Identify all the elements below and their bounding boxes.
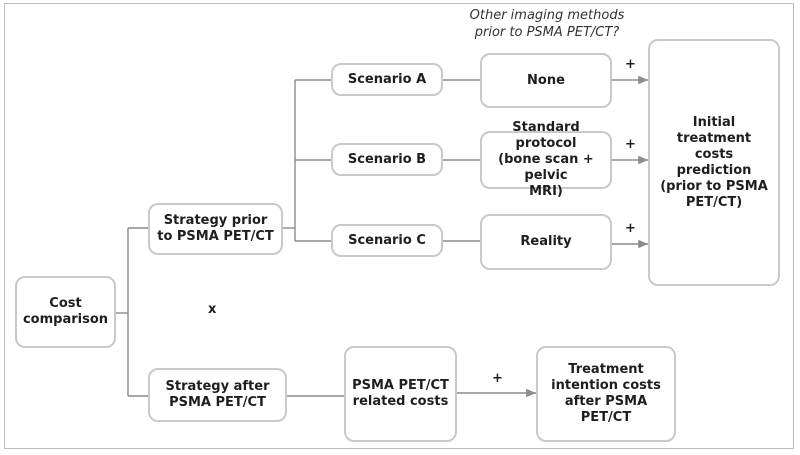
plus-sign-b: + bbox=[625, 137, 636, 152]
standard-protocol-label: Standard protocol (bone scan + pelvic MR… bbox=[498, 120, 594, 199]
psma-costs-label: PSMA PET/CT related costs bbox=[352, 378, 449, 409]
scenario-c-label: Scenario C bbox=[348, 232, 426, 248]
standard-protocol-box: Standard protocol (bone scan + pelvic MR… bbox=[480, 120, 612, 199]
treatment-intention-costs-box: Treatment intention costs after PSMA PET… bbox=[536, 346, 676, 442]
plus-sign-c: + bbox=[625, 221, 636, 236]
none-label: None bbox=[527, 72, 565, 88]
initial-treatment-costs-label: Initial treatment costs prediction (prio… bbox=[660, 114, 768, 210]
cost-comparison-box: Cost comparison bbox=[15, 276, 116, 348]
none-box: None bbox=[480, 53, 612, 108]
cost-comparison-label: Cost comparison bbox=[22, 296, 109, 327]
psma-costs-box: PSMA PET/CT related costs bbox=[344, 346, 457, 442]
reality-label: Reality bbox=[520, 234, 572, 249]
plus-sign-a: + bbox=[625, 57, 636, 72]
scenario-c-box: Scenario C bbox=[331, 224, 443, 257]
multiply-sign: x bbox=[208, 302, 217, 317]
scenario-a-box: Scenario A bbox=[331, 63, 443, 96]
strategy-after-box: Strategy after PSMA PET/CT bbox=[148, 368, 287, 422]
scenario-b-label: Scenario B bbox=[347, 151, 427, 167]
initial-treatment-costs-box: Initial treatment costs prediction (prio… bbox=[648, 39, 780, 286]
strategy-prior-label: Strategy prior to PSMA PET/CT bbox=[157, 213, 274, 244]
imaging-question-note: Other imaging methods prior to PSMA PET/… bbox=[469, 8, 625, 40]
strategy-after-label: Strategy after PSMA PET/CT bbox=[165, 379, 270, 410]
treatment-intention-costs-label: Treatment intention costs after PSMA PET… bbox=[551, 362, 661, 425]
diagram-frame bbox=[4, 3, 794, 449]
reality-box: Reality bbox=[480, 214, 612, 270]
plus-sign-after: + bbox=[492, 371, 503, 386]
scenario-b-box: Scenario B bbox=[331, 143, 443, 176]
strategy-prior-box: Strategy prior to PSMA PET/CT bbox=[148, 203, 283, 255]
scenario-a-label: Scenario A bbox=[347, 71, 427, 87]
